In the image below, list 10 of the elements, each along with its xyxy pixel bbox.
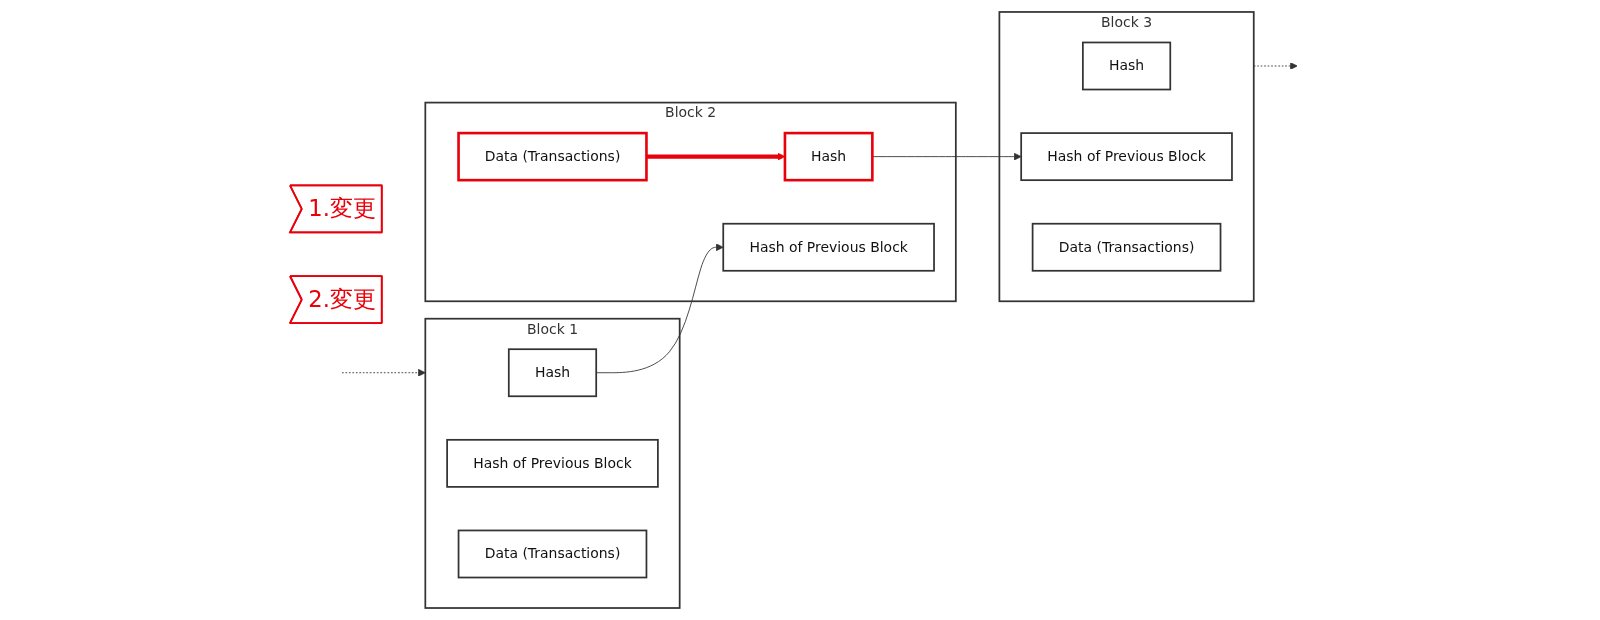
node-box: Hash: [783, 131, 874, 182]
node-box: Data (Transactions): [1032, 222, 1222, 272]
node-box: Hash of Previous Block: [1020, 132, 1234, 181]
node-box: Hash: [508, 348, 598, 398]
node-box: Hash of Previous Block: [722, 222, 936, 272]
node-box: Hash of Previous Block: [446, 438, 659, 488]
node-box: Hash: [1082, 41, 1172, 91]
node-box: Data (Transactions): [457, 529, 648, 579]
arrow: [646, 152, 786, 161]
node-box: Data (Transactions): [457, 131, 648, 182]
